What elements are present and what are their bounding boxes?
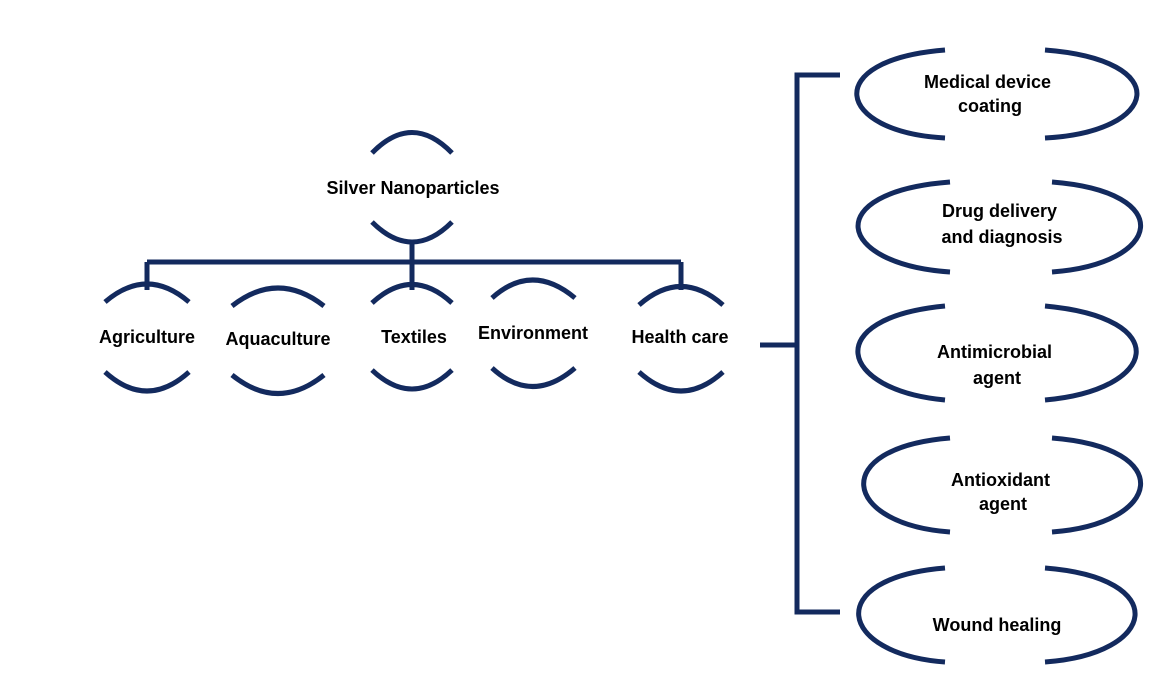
root-node-top-arc [370, 130, 454, 155]
category-agriculture-label: Agriculture [99, 327, 195, 347]
application-medical-device-coating-line-1: Medical device [924, 72, 1051, 92]
application-wound-healing-left-arc [856, 565, 946, 665]
category-environment: Environment [478, 277, 588, 389]
application-medical-device-coating-left-arc [854, 47, 946, 141]
application-wound-healing-label: Wound healing [933, 615, 1062, 635]
application-wound-healing: Wound healing [856, 565, 1138, 665]
application-wound-healing-right-arc [1044, 565, 1138, 665]
category-agriculture-bottom-arc [103, 370, 191, 394]
application-medical-device-coating: Medical device coating [854, 47, 1140, 141]
category-aquaculture-top-arc [230, 285, 326, 308]
category-aquaculture-label: Aquaculture [225, 329, 330, 349]
application-drug-delivery-line-2: and diagnosis [941, 227, 1062, 247]
application-antioxidant-agent-line-2: agent [979, 494, 1027, 514]
applications-bracket [794, 72, 840, 615]
category-health-care-top-arc [637, 284, 725, 307]
application-antimicrobial-agent-line-1: Antimicrobial [937, 342, 1052, 362]
category-textiles: Textiles [370, 282, 454, 392]
application-antioxidant-agent: Antioxidant agent [861, 435, 1143, 535]
application-medical-device-coating-label: Medical device coating [924, 72, 1056, 116]
application-antimicrobial-agent-left-arc [855, 303, 946, 403]
category-agriculture-top-arc [103, 281, 191, 304]
application-antimicrobial-agent-line-2: agent [973, 368, 1021, 388]
category-textiles-top-arc [370, 282, 454, 305]
root-node-bottom-arc [370, 220, 454, 245]
application-antioxidant-agent-line-1: Antioxidant [951, 470, 1050, 490]
application-medical-device-coating-line-2: coating [958, 96, 1022, 116]
category-textiles-label: Textiles [381, 327, 447, 347]
application-antimicrobial-agent-right-arc [1044, 303, 1139, 403]
application-antimicrobial-agent: Antimicrobial agent [855, 303, 1139, 403]
tree-connectors [144, 72, 840, 615]
category-environment-bottom-arc [490, 366, 577, 389]
category-aquaculture-bottom-arc [230, 373, 326, 396]
category-health-care-label: Health care [631, 327, 728, 347]
application-drug-delivery-left-arc [855, 179, 951, 275]
category-agriculture: Agriculture [99, 281, 195, 394]
category-textiles-bottom-arc [370, 368, 454, 392]
application-antioxidant-agent-left-arc [861, 435, 951, 535]
application-drug-delivery-right-arc [1051, 179, 1143, 275]
application-antimicrobial-agent-label: Antimicrobial agent [937, 342, 1057, 388]
root-node: Silver Nanoparticles [326, 130, 500, 245]
category-health-care-bottom-arc [637, 370, 725, 394]
application-drug-delivery: Drug delivery and diagnosis [855, 179, 1143, 275]
category-environment-top-arc [490, 277, 577, 300]
application-drug-delivery-label: Drug delivery and diagnosis [941, 201, 1062, 247]
category-health-care: Health care [631, 284, 729, 394]
application-medical-device-coating-right-arc [1044, 47, 1140, 141]
category-aquaculture: Aquaculture [225, 285, 331, 396]
category-environment-label: Environment [478, 323, 588, 343]
root-node-label: Silver Nanoparticles [326, 178, 499, 198]
application-antioxidant-agent-label: Antioxidant agent [951, 470, 1055, 514]
application-antioxidant-agent-right-arc [1051, 435, 1143, 535]
application-drug-delivery-line-1: Drug delivery [942, 201, 1057, 221]
